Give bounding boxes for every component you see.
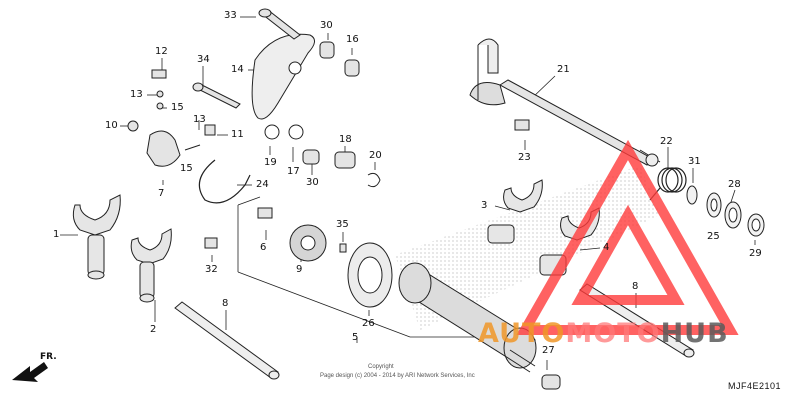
callout-10: 10 [105,120,118,131]
callout-25: 25 [707,231,720,242]
watermark-part-hub: HUB [660,318,729,349]
watermark-part-auto: AUTO [478,318,566,349]
stopper-arm-7 [146,130,181,167]
watermark-text: AUTOMOTOHUB [478,318,729,349]
bearings-right [686,185,765,237]
callout-8a: 8 [222,298,229,309]
shift-fork-3 [487,179,543,244]
callout-16: 16 [346,34,359,45]
callout-11: 11 [231,129,244,140]
callout-18: 18 [339,134,352,145]
callout-13b: 13 [193,114,206,125]
callout-7: 7 [158,188,165,199]
callout-15a: 15 [171,102,184,113]
callout-23: 23 [518,152,531,163]
callout-12: 12 [155,46,168,57]
bearing-26 [347,242,393,308]
callout-20: 20 [369,150,382,161]
shift-drum [398,262,537,373]
shift-shaft-21 [469,38,661,167]
shift-fork-2 [130,228,172,303]
spring-24 [198,159,251,204]
callout-17: 17 [287,166,300,177]
watermark-part-moto: MOTO [565,318,661,349]
callout-29: 29 [749,248,762,259]
small-parts [127,69,561,390]
shift-fork-1 [72,194,121,280]
callout-34: 34 [197,54,210,65]
callout-19: 19 [264,157,277,168]
callout-13a: 13 [130,89,143,100]
diagram-code: MJF4E2101 [728,381,782,391]
callout-3: 3 [481,200,488,211]
callout-35: 35 [336,219,349,230]
callout-27: 27 [542,345,555,356]
bolt-34 [192,82,241,109]
callout-30a: 30 [320,20,333,31]
callout-1: 1 [53,229,60,240]
copyright-line-1: Copyright [368,364,394,370]
callout-15b: 15 [180,163,193,174]
callout-21: 21 [557,64,570,75]
callout-22: 22 [660,136,673,147]
watermark-logo-triangle [516,139,739,335]
callout-28: 28 [728,179,741,190]
copyright-line-2: Page design (c) 2004 - 2014 by ARI Netwo… [320,373,475,379]
callout-5: 5 [352,332,359,343]
leader-lines [60,16,756,370]
front-indicator-label: FR. [40,352,57,362]
callout-14: 14 [231,64,244,75]
callout-30b: 30 [306,177,319,188]
callout-32: 32 [205,264,218,275]
callout-6: 6 [260,242,267,253]
callout-31: 31 [688,156,701,167]
callout-33: 33 [224,10,237,21]
bolt-33 [258,8,301,40]
callout-24: 24 [256,179,269,190]
callout-2: 2 [150,324,157,335]
collars [302,41,360,165]
callout-26: 26 [362,318,375,329]
callout-8b: 8 [632,281,639,292]
callout-9: 9 [296,264,303,275]
callout-4: 4 [603,242,610,253]
plate-14 [251,33,315,120]
front-arrow [12,362,48,382]
shift-cam-9 [289,224,327,262]
